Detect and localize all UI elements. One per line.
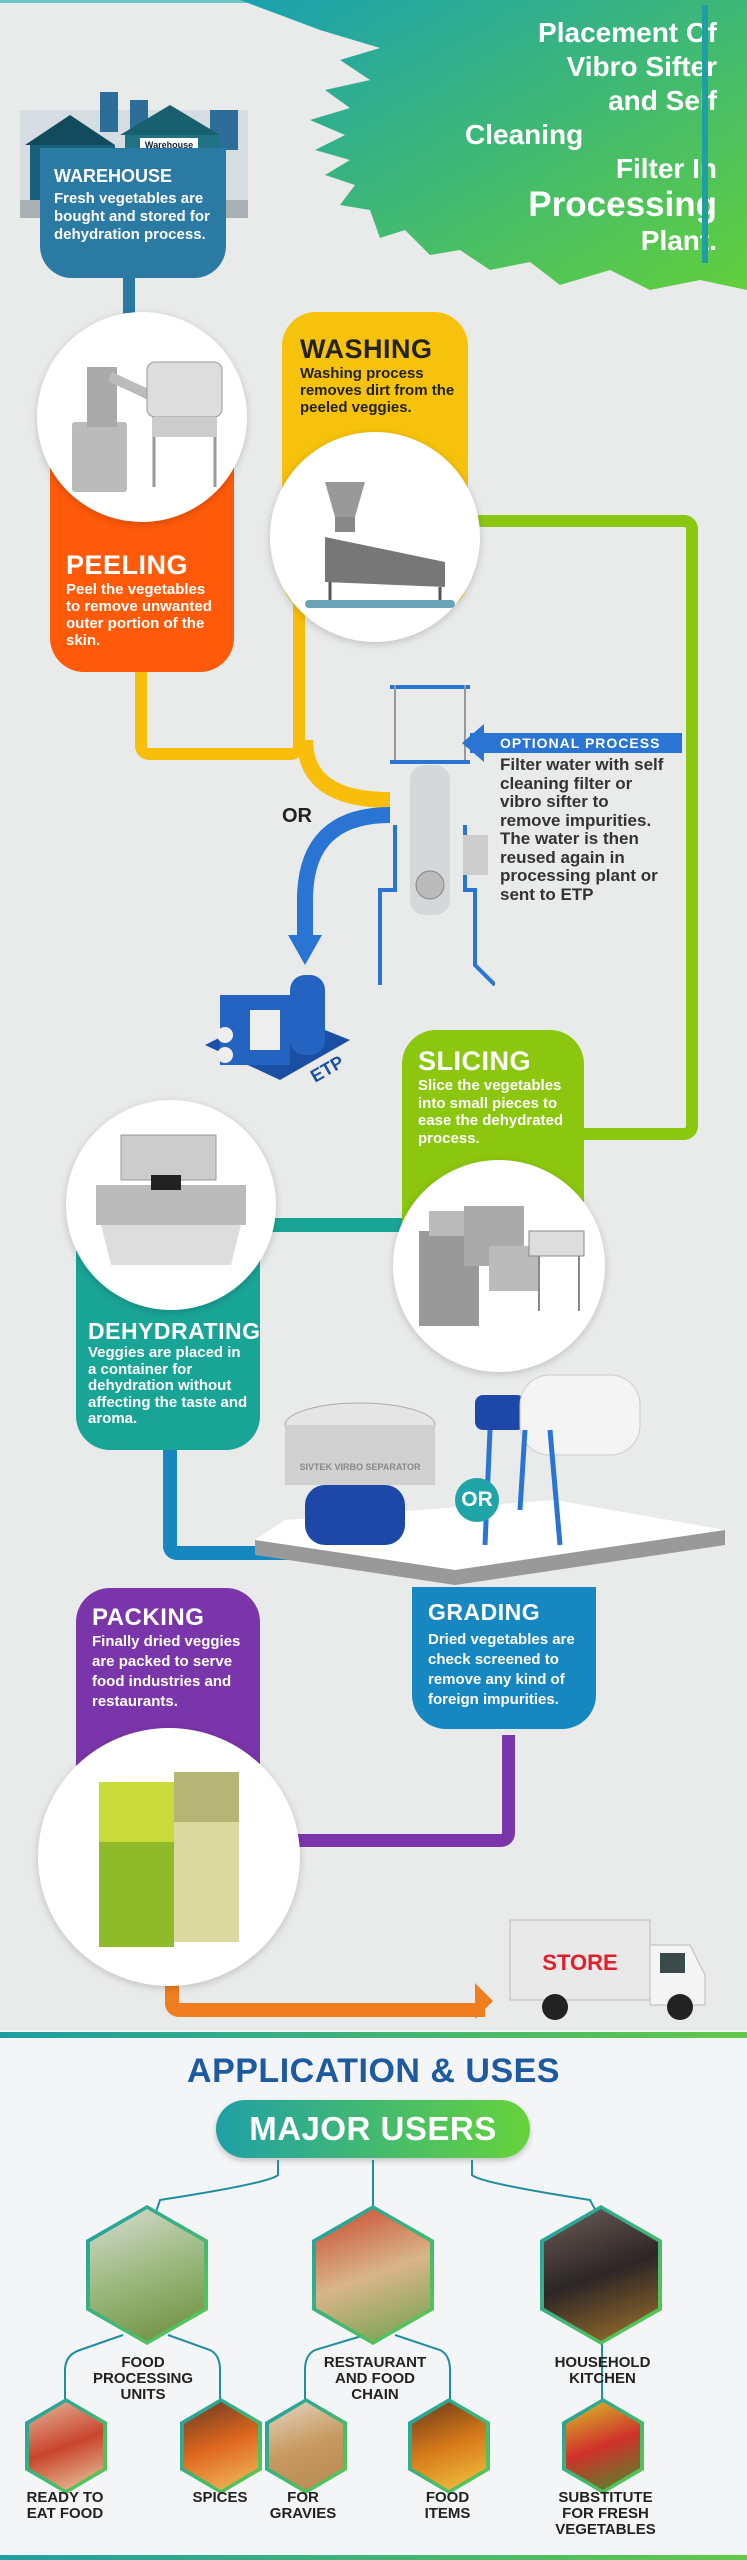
step-heading: SLICING [418,1046,532,1076]
peeling-machine-icon [72,361,223,492]
self-cleaning-filter-image [378,685,495,987]
washing-machine-icon [305,482,455,608]
step-grading: GRADING Dried vegetables are check scree… [412,1587,596,1729]
hex-household [540,2205,662,2345]
washing-machine-image [270,432,480,642]
group-label: HOUSEHOLD KITCHEN [554,2354,651,2387]
step-description: Veggies are placed in a container for de… [88,1344,248,1427]
hex-gravies [265,2398,347,2494]
connector-line [250,1218,410,1232]
title-splash [240,0,747,290]
step-description: Finally dried veggies are packed to serv… [92,1633,241,1710]
hex-restaurant [312,2205,434,2345]
group-label: FOOD PROCESSING UNITS [92,2354,194,2403]
hex-food-processing [86,2205,208,2345]
step-heading: GRADING [428,1599,541,1625]
optional-process-description: Filter water with self cleaning filter o… [500,755,664,904]
use-label: SPICES [192,2489,248,2506]
title-line: Vibro Sifter [566,51,717,82]
title-line: Cleaning [465,119,584,150]
svg-text:Warehouse: Warehouse [145,140,193,150]
connector-line [123,270,135,318]
title-accent-bar [702,5,708,263]
or-label: OR [282,805,312,827]
section-divider [0,2032,747,2038]
hex-fresh-vegetables [562,2398,644,2494]
svg-text:STORE: STORE [542,1950,617,1975]
major-users-badge: MAJOR USERS [216,2100,530,2158]
title-line: Processing [528,185,717,224]
step-heading: PACKING [92,1604,205,1631]
dehydrating-machine-icon [96,1134,246,1265]
use-label: FOR GRAVIES [269,2489,337,2522]
title-line: Placement Of [538,17,717,48]
page-title: Placement Of Vibro Sifter and Self Clean… [457,16,717,258]
store-truck-image: STORE [509,1919,706,2020]
or-badge: OR [455,1478,499,1522]
slicing-machine-image [393,1160,605,1372]
use-label: SUBSTITUTE FOR FRESH VEGETABLES [555,2489,656,2538]
step-description: Peel the vegetables to remove unwanted o… [66,581,212,649]
step-description: Washing process removes dirt from the pe… [300,365,455,416]
step-description: Dried vegetables are check screened to r… [428,1631,575,1708]
step-warehouse: WAREHOUSE Fresh vegetables are bought an… [40,148,226,278]
etp-image: ETP [205,975,350,1086]
slicing-machine-icon [419,1206,585,1326]
title-line: and Self [608,85,717,116]
step-description: Slice the vegetables into small pieces t… [418,1077,564,1147]
title-line: Filter In [615,153,717,184]
optional-process-banner: OPTIONAL PROCESS [470,733,682,753]
arrow-right-icon [475,1983,493,2019]
title-line: Plant. [640,225,717,256]
hex-food-items [408,2398,490,2494]
connector-line [165,1975,485,2017]
applications-title: APPLICATION & USES [187,2052,560,2090]
step-heading: DEHYDRATING [88,1318,261,1344]
step-heading: PEELING [66,550,189,580]
bottom-border [0,2555,747,2560]
hex-ready-to-eat [25,2398,107,2494]
group-label: RESTAURANT AND FOOD CHAIN [323,2354,427,2403]
connector-line [293,600,305,665]
step-description: Fresh vegetables are bought and stored f… [54,190,210,243]
packing-image [38,1728,300,1986]
peeling-machine-image [37,312,247,522]
connector-line [290,1735,515,1847]
tree-connectors [64,2160,603,2405]
dehydrating-machine-image [66,1100,276,1310]
use-label: FOOD ITEMS [424,2489,471,2522]
use-label: READY TO EAT FOOD [26,2489,104,2522]
water-flow-arrows [288,740,391,965]
step-heading: WAREHOUSE [54,166,173,186]
hex-spices [180,2398,262,2494]
step-heading: WASHING [300,334,433,364]
packing-bags-icon [99,1772,239,1947]
svg-text:SIVTEK VIRBO SEPARATOR: SIVTEK VIRBO SEPARATOR [299,1462,421,1472]
connector-line [135,660,305,760]
grading-machines-image: SIVTEK VIRBO SEPARATOR [255,1374,725,1585]
